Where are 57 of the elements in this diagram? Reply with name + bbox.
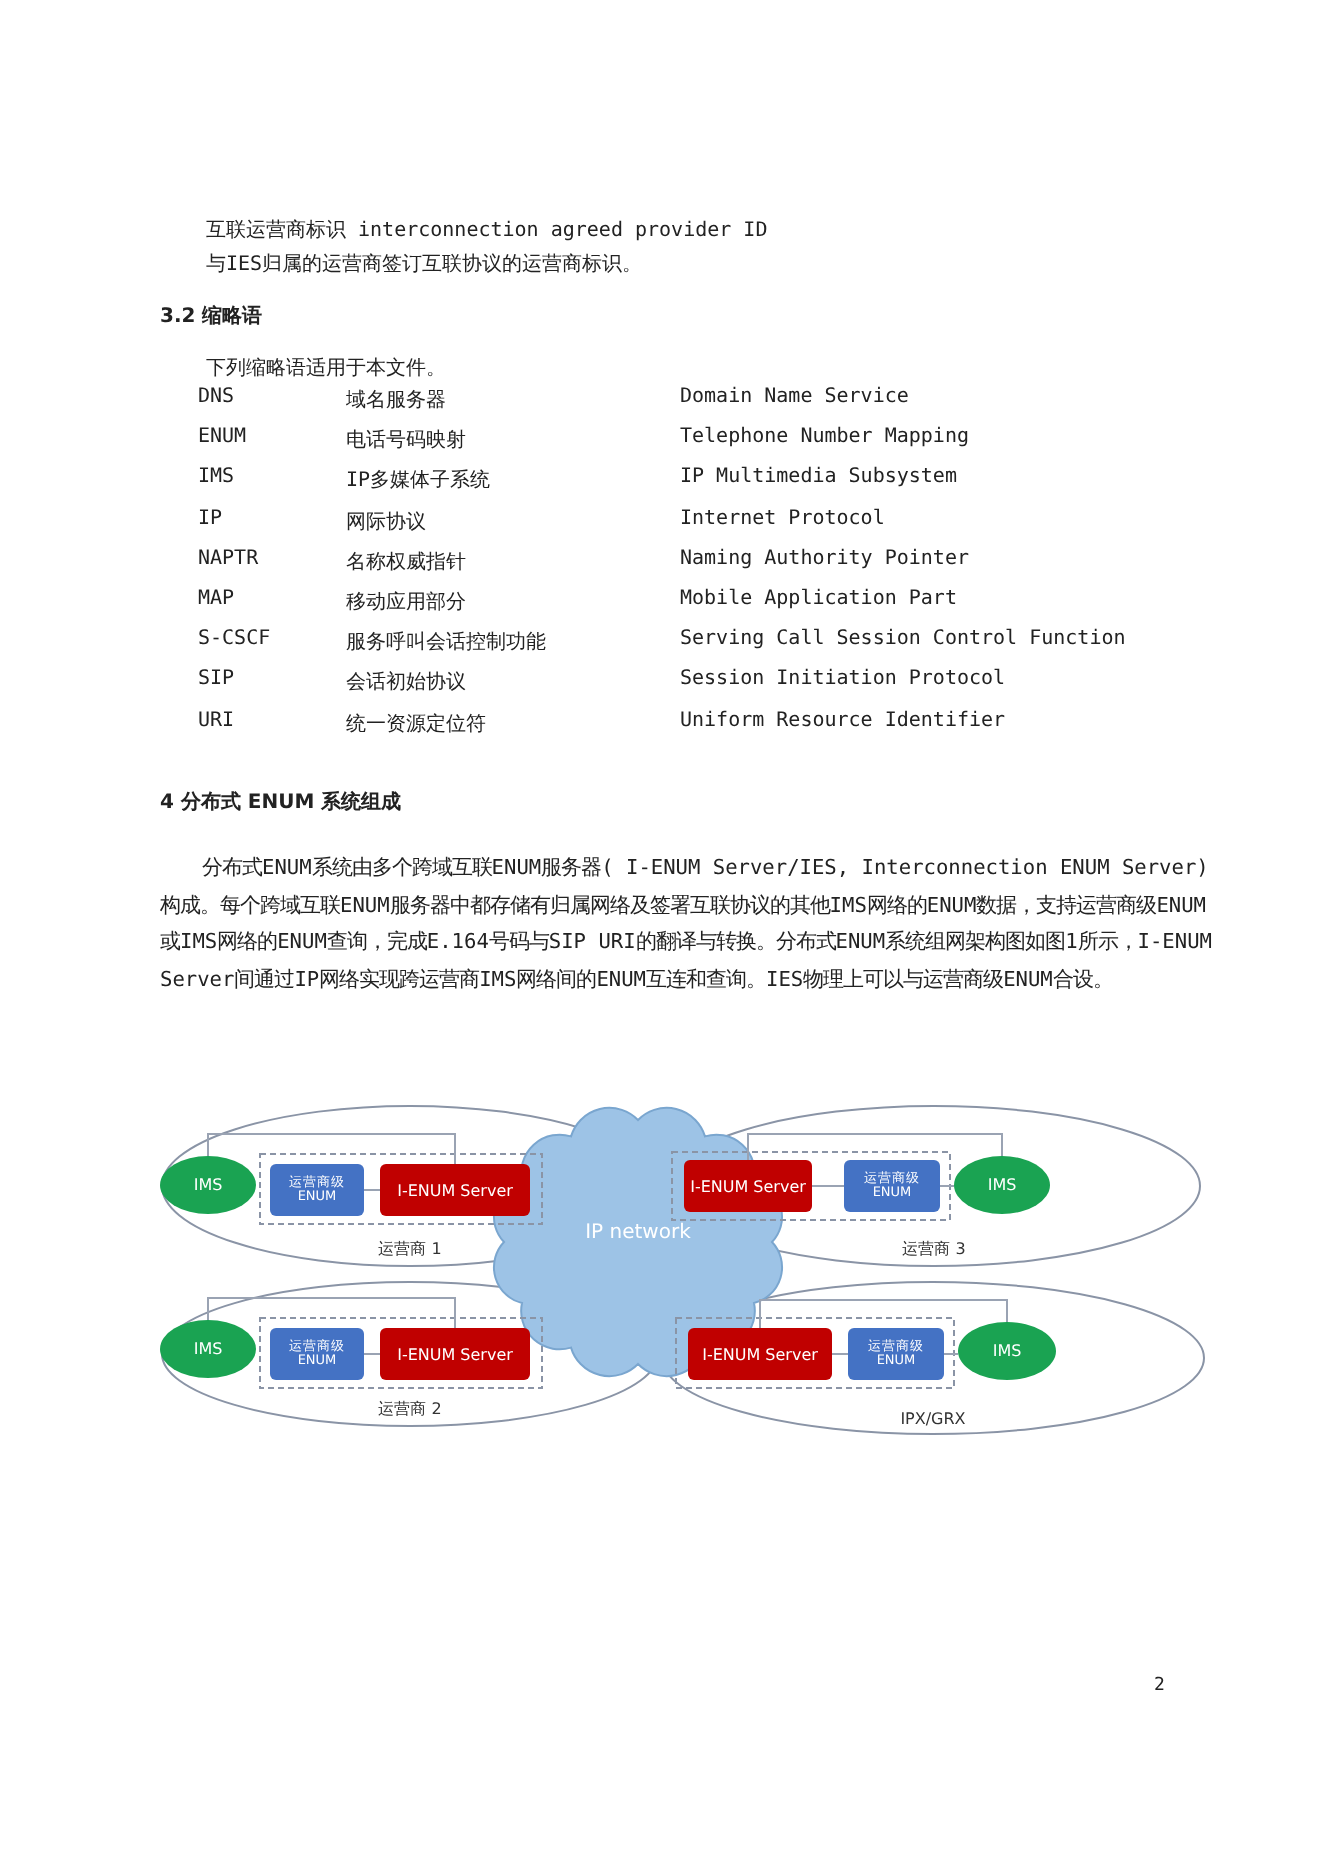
- table-cell: Uniform Resource Identifier: [680, 709, 1006, 732]
- server-box: I-ENUM Server: [380, 1164, 530, 1216]
- operator-label: IPX/GRX: [898, 1410, 968, 1428]
- server-box: I-ENUM Server: [688, 1328, 832, 1380]
- table-cell: Mobile Application Part: [680, 588, 957, 610]
- connector-line: [747, 1133, 1003, 1161]
- table-cell: DNS: [198, 386, 235, 408]
- table-cell: IP Multimedia Subsystem: [680, 466, 957, 489]
- table-cell: NAPTR: [198, 547, 259, 570]
- table-cell-text: 统一资源定位符: [346, 711, 486, 738]
- table-cell: IP: [198, 507, 223, 530]
- table-cell: Naming Authority Pointer: [680, 547, 969, 570]
- table-cell-text: 移动应用部分: [346, 589, 466, 616]
- section-heading: 4 分布式 ENUM 系统组成: [160, 789, 402, 816]
- cloud-label: IP network: [585, 1221, 691, 1243]
- page-number: 2: [1154, 1676, 1165, 1696]
- operator-label: 运营商 3: [900, 1238, 968, 1260]
- table-cell: Session Initiation Protocol: [680, 668, 1006, 691]
- table-cell: SIP: [198, 668, 235, 691]
- connector-line: [207, 1133, 456, 1165]
- table-cell-text: 域名服务器: [346, 387, 446, 414]
- ims-ellipse: IMS: [958, 1322, 1056, 1380]
- paragraph: 分布式ENUM系统由多个跨域互联ENUM服务器( I-ENUM Server/IES, Interconnection ENUM Server)构成。每个跨域互联ENUM服务器中都存储有归属网络及签署互联协议的其他IMS网络的ENUM数据，支持运营商级ENUM或IMS网络的ENUM查询，完成E.164号码与SIP URI的翻译与转换。分布式ENUM系统组网架构图如图1所示，I-ENUM Server间通过IP网络实现跨运营商IMS网络间的ENUM互连和查询。IES物理上可以与运营商级ENUM合设。: [160, 854, 1214, 995]
- body-text: 与IES归属的运营商签订互联协议的运营商标识。: [206, 251, 643, 278]
- connector-line: [943, 1353, 959, 1355]
- table-cell: Internet Protocol: [680, 507, 885, 530]
- ims-ellipse: IMS: [954, 1156, 1050, 1214]
- table-cell: Domain Name Service: [680, 386, 909, 408]
- body-text: 互联运营商标识 interconnection agreed provider ID: [206, 217, 768, 244]
- table-cell: MAP: [198, 588, 235, 610]
- connector-line: [811, 1185, 845, 1187]
- table-cell: IMS: [198, 466, 235, 489]
- table-cell-text: 电话号码映射: [346, 427, 466, 455]
- table-cell: S-CSCF: [198, 628, 271, 651]
- server-box: I-ENUM Server: [684, 1160, 812, 1212]
- ims-ellipse: IMS: [160, 1320, 256, 1378]
- connector-line: [939, 1185, 955, 1187]
- table-cell: Telephone Number Mapping: [680, 426, 969, 449]
- server-box: I-ENUM Server: [380, 1328, 530, 1380]
- body-text: 下列缩略语适用于本文件。: [206, 355, 446, 382]
- table-cell-text: 会话初始协议: [346, 669, 466, 697]
- connector-line: [759, 1299, 1008, 1329]
- table-cell-text: 网际协议: [346, 509, 426, 536]
- table-cell-text: 名称权威指针: [346, 549, 466, 576]
- connector-line: [363, 1189, 381, 1191]
- ims-ellipse: IMS: [160, 1156, 256, 1214]
- operator-label: 运营商 1: [376, 1238, 444, 1260]
- table-cell-text: 服务呼叫会话控制功能: [346, 629, 546, 657]
- table-cell: Serving Call Session Control Function: [680, 628, 1126, 651]
- connector-line: [363, 1353, 381, 1355]
- table-cell-text: IP多媒体子系统: [346, 467, 491, 495]
- table-cell: ENUM: [198, 426, 247, 449]
- table-cell: URI: [198, 709, 235, 732]
- connector-line: [831, 1353, 849, 1355]
- operator-label: 运营商 2: [376, 1398, 444, 1420]
- connector-line: [207, 1297, 456, 1329]
- section-heading: 3.2 缩略语: [160, 303, 263, 330]
